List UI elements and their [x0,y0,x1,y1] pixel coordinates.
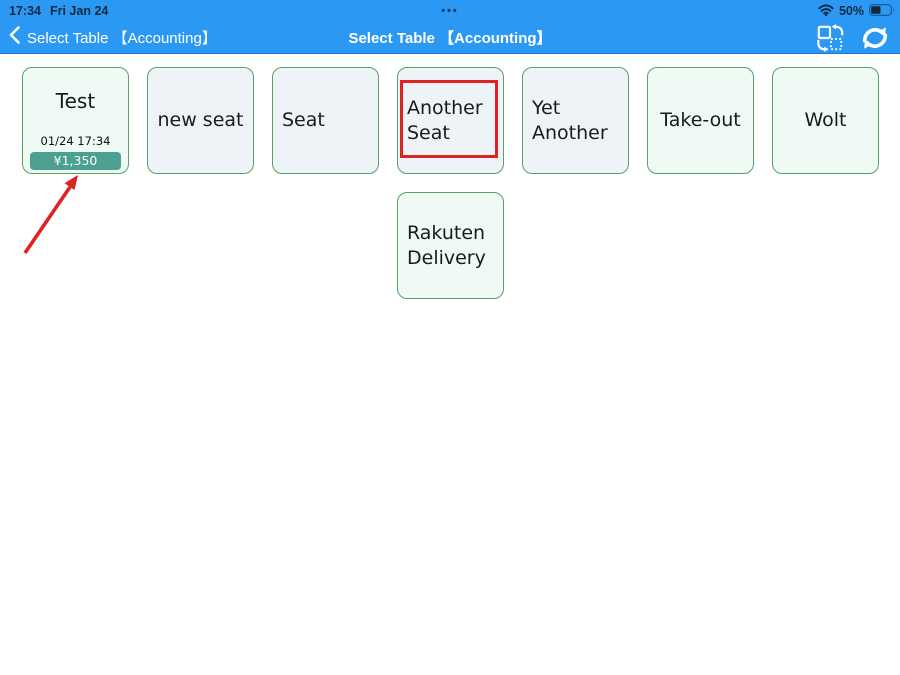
status-time: 17:34 [9,4,41,18]
battery-percent: 50% [838,4,864,18]
table-card[interactable]: Test 01/24 17:34 ¥1,350 [22,67,129,174]
table-card[interactable]: Seat [272,67,379,174]
table-card[interactable]: Yet Another [522,67,629,174]
table-card[interactable]: Another Seat [397,67,504,174]
battery-icon [869,3,895,19]
nav-bar: Select Table 【Accounting】 Select Table 【… [0,22,900,54]
back-button-label: Select Table 【Accounting】 [27,30,217,47]
table-name: new seat [157,109,244,131]
table-select-area: Test 01/24 17:34 ¥1,350 new seat Seat Another… [0,54,900,675]
status-date: Fri Jan 24 [49,4,109,18]
back-button[interactable]: Select Table 【Accounting】 [0,26,217,49]
tables-grid: Test 01/24 17:34 ¥1,350 new seat Seat Another… [0,54,900,675]
table-name: Yet Another [532,96,608,144]
table-name: Test [55,89,96,113]
table-name: Another Seat [407,96,483,144]
table-card[interactable]: Wolt [772,67,879,174]
table-name: Rakuten Delivery [407,221,486,269]
refresh-icon[interactable] [860,23,890,53]
status-bar: 17:34 Fri Jan 24 ••• 50% [0,0,900,22]
back-chevron-icon [9,26,20,49]
table-card[interactable]: Rakuten Delivery [397,192,504,299]
wifi-icon [818,3,834,19]
table-card[interactable]: Take-out [647,67,754,174]
table-name: Take-out [660,109,741,131]
table-card[interactable]: new seat [147,67,254,174]
table-name: Wolt [804,109,847,131]
move-tables-icon[interactable] [816,24,844,52]
table-open-timestamp: 01/24 17:34 [40,134,111,148]
multitask-dots-icon: ••• [441,5,459,17]
table-name: Seat [282,109,325,131]
table-amount-badge: ¥1,350 [30,152,121,170]
